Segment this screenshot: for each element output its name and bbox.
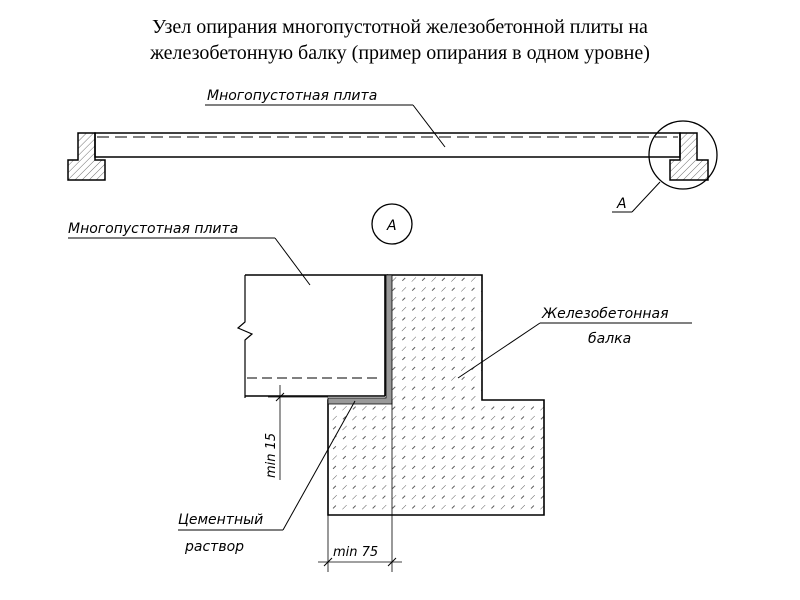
beam-label-line-1: Железобетонная	[541, 306, 669, 322]
detail-a-label: A	[386, 218, 397, 234]
slab-detail-label: Многопустотная плита	[68, 221, 238, 237]
mortar-label-line-1: Цементный	[178, 512, 263, 528]
title-line-1: Узел опирания многопустотной железобетон…	[152, 16, 648, 38]
title-line-2: железобетонную балку (пример опирания в …	[150, 42, 650, 64]
diagram-title: Узел опирания многопустотной железобетон…	[0, 14, 800, 66]
min15-label: min 15	[264, 433, 279, 478]
callout-a-label: A	[616, 196, 627, 212]
mortar-label-line-2: раствор	[184, 539, 244, 555]
beam-label-line-2: балка	[588, 331, 631, 347]
min75-tick-left	[323, 557, 333, 567]
min75-tick-right	[387, 557, 397, 567]
detail-circle	[648, 120, 718, 190]
right-beam-support	[669, 132, 709, 181]
detail-a-circle	[371, 203, 413, 245]
slab-overview	[94, 132, 681, 158]
slab-label-top: Многопустотная плита	[207, 88, 377, 104]
detail-drawing: Многопустотная плита Железобетонная балк…	[68, 221, 692, 572]
beam-leader-diagonal	[457, 322, 541, 379]
slab-leader-diagonal	[412, 104, 446, 148]
min15-tick	[275, 392, 285, 402]
cement-mortar-layer	[327, 274, 393, 405]
detail-a-marker: A	[371, 203, 413, 245]
min75-label: min 75	[333, 545, 378, 560]
slab-break-line	[236, 275, 254, 398]
slab-section	[245, 275, 385, 398]
detail-leader	[631, 181, 661, 213]
overview-drawing: Многопустотная плита A	[67, 88, 718, 213]
slab-detail-leader-diagonal	[274, 237, 311, 286]
mortar-leader-diagonal	[282, 400, 356, 531]
